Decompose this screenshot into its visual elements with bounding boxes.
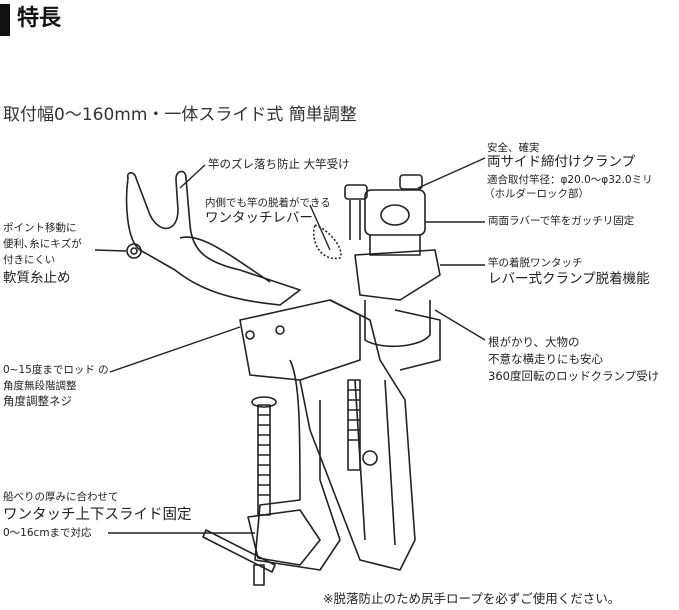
rod-rest-callout: 竿のズレ落ち防止 大竿受け [208,157,350,171]
rubber-callout: 両面ラバーで竿をガッチリ固定 [488,215,635,227]
header-bar-marker [0,4,10,36]
page-title: 特長 [17,6,62,31]
line-stopper-callout-line2: 便利､糸にキズが [3,238,82,250]
slide-callout-line3: 0〜16cmまで対応 [3,527,92,539]
side-clamp-callout-line2: 両サイド締付けクランプ [487,154,636,170]
side-clamp-callout-line1: 安全、確実 [487,142,540,154]
line-stopper-callout-line1: ポイント移動に [3,222,77,234]
line-stopper-callout-line3: 付きにくい [3,254,56,266]
rotation-callout-line3: 360度回転のロッドクランプ受け [488,369,660,383]
lever-clamp [354,249,441,301]
slide-callout-line1: 船べりの厚みに合わせて [3,491,119,503]
main-body [239,299,361,381]
subtitle: 取付幅0〜160mm・一体スライド式 簡単調整 [3,105,357,125]
slide-callout-line2: ワンタッチ上下スライド固定 [3,507,192,523]
callout-leaders [94,157,486,534]
rotation-callout-line2: 不意な横走りにも安心 [488,352,603,366]
inner-lever-callout-line1: 内側でも竿の脱着ができる [205,197,331,209]
inner-lever-callout-line2: ワンタッチレバー [205,210,313,226]
lever-clamp-callout-line1: 竿の着脱ワンタッチ [488,257,583,269]
angle-screw-callout-line3: 角度調整ネジ [3,394,72,408]
line-stopper [126,243,142,259]
angle-screw-callout-line1: 0~15度までロッド の [3,364,109,376]
line-stopper-callout-line4: 軟質糸止め [3,270,71,286]
angle-screw-callout-line2: 角度無段階調整 [3,380,77,392]
footer-note: ※脱落防止のため尻手ロープを必ずご使用ください。 [323,591,621,606]
side-clamp-callout-line3: 適合取付竿径：φ20.0〜φ32.0ミリ [487,174,653,186]
adjust-screw [257,404,271,516]
rotation-callout-line1: 根がかり、大物の [488,335,580,349]
rod-rest-arm [125,170,301,306]
lever-clamp-callout-line2: レバー式クランプ脱着機能 [488,271,650,287]
side-clamp-callout-line4: （ホルダーロック部） [484,188,589,200]
side-clamp [364,189,426,236]
